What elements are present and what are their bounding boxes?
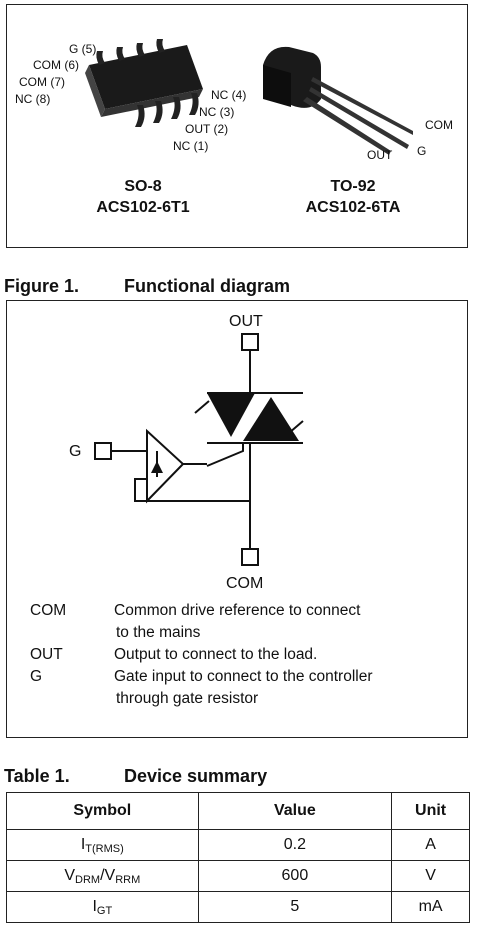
legend-symbol: OUT <box>30 646 63 663</box>
functional-diagram-schematic <box>94 333 304 566</box>
package-illustration-box: G (5) COM (6) COM (7) NC (8) NC (4) NC (… <box>6 4 468 248</box>
legend-symbol: G <box>30 668 43 685</box>
to92-pin-label: OUT <box>367 148 393 162</box>
symbol-main: V <box>64 866 76 884</box>
device-summary-table: Symbol Value Unit IT(RMS) 0.2 A VDRM/VRR… <box>6 792 470 923</box>
so8-pin-label: OUT (2) <box>185 122 229 136</box>
to92-package-icon <box>263 46 413 155</box>
symbol-subscript: GT <box>96 904 113 917</box>
so8-pin-label: COM (6) <box>33 58 79 72</box>
to92-part-number: ACS102-6TA <box>305 199 401 216</box>
unit-cell: mA <box>391 891 470 923</box>
table-number: Table 1. <box>4 766 70 786</box>
column-header: Unit <box>391 792 470 830</box>
so8-pin-label: NC (8) <box>15 92 51 106</box>
g-terminal-label: G <box>69 443 82 460</box>
symbol-main: I <box>80 835 86 853</box>
value-cell: 5 <box>197 891 393 923</box>
legend-description: Output to connect to the load. <box>114 646 318 663</box>
g-terminal-icon <box>94 442 112 460</box>
driver-diode-icon <box>151 461 163 473</box>
unit-cell: A <box>391 829 470 861</box>
functional-diagram-box: OUT COM G <box>6 300 468 738</box>
symbol-subscript: DRM <box>75 873 101 886</box>
symbol-cell: IT(RMS) <box>6 829 199 861</box>
symbol-rest: /V <box>100 866 116 884</box>
so8-package-icon <box>85 39 203 127</box>
symbol-cell: IGT <box>6 891 199 923</box>
to92-pin-label: G <box>417 144 427 158</box>
figure-number: Figure 1. <box>4 276 80 296</box>
column-header: Symbol <box>6 792 199 830</box>
symbol-subscript: RRM <box>115 873 141 886</box>
legend-description: Gate input to connect to the controller <box>114 668 373 685</box>
unit-cell: V <box>391 860 470 892</box>
so8-pin-label: COM (7) <box>19 75 65 89</box>
symbol-cell: VDRM/VRRM <box>6 860 199 892</box>
out-terminal-icon <box>241 333 259 351</box>
out-terminal-label: OUT <box>229 313 263 330</box>
so8-package-name: SO-8 <box>124 178 162 195</box>
figure-title: Functional diagram <box>124 276 291 296</box>
column-header: Value <box>197 792 393 830</box>
table-row: IGT 5 mA <box>6 891 470 923</box>
value-cell: 600 <box>197 860 393 892</box>
symbol-subscript: T(RMS) <box>85 842 124 855</box>
value-cell: 0.2 <box>197 829 393 861</box>
com-terminal-icon <box>241 548 259 566</box>
figure-caption: Figure 1. Functional diagram <box>4 276 290 297</box>
table-row: VDRM/VRRM 600 V <box>6 860 470 892</box>
com-terminal-label: COM <box>226 575 264 592</box>
legend-description: to the mains <box>116 624 201 641</box>
to92-package-name: TO-92 <box>330 178 376 195</box>
table-row: IT(RMS) 0.2 A <box>6 829 470 861</box>
legend-description: through gate resistor <box>116 690 259 707</box>
so8-pin-label: NC (1) <box>173 139 209 153</box>
symbol-main: I <box>92 897 97 915</box>
legend-description: Common drive reference to connect <box>114 602 361 619</box>
to92-pin-label: COM <box>425 118 453 132</box>
triac-forward-icon <box>207 393 255 437</box>
package-drawings <box>85 39 413 155</box>
so8-pin-label: NC (3) <box>199 105 235 119</box>
table-caption: Table 1. Device summary <box>4 766 267 787</box>
so8-part-number: ACS102-6T1 <box>96 199 190 216</box>
table-title: Device summary <box>124 766 268 786</box>
table-header-row: Symbol Value Unit <box>6 792 470 830</box>
so8-pin-label: G (5) <box>69 42 97 56</box>
so8-pin-label: NC (4) <box>211 88 247 102</box>
legend-symbol: COM <box>30 602 67 619</box>
triac-reverse-icon <box>243 397 299 441</box>
